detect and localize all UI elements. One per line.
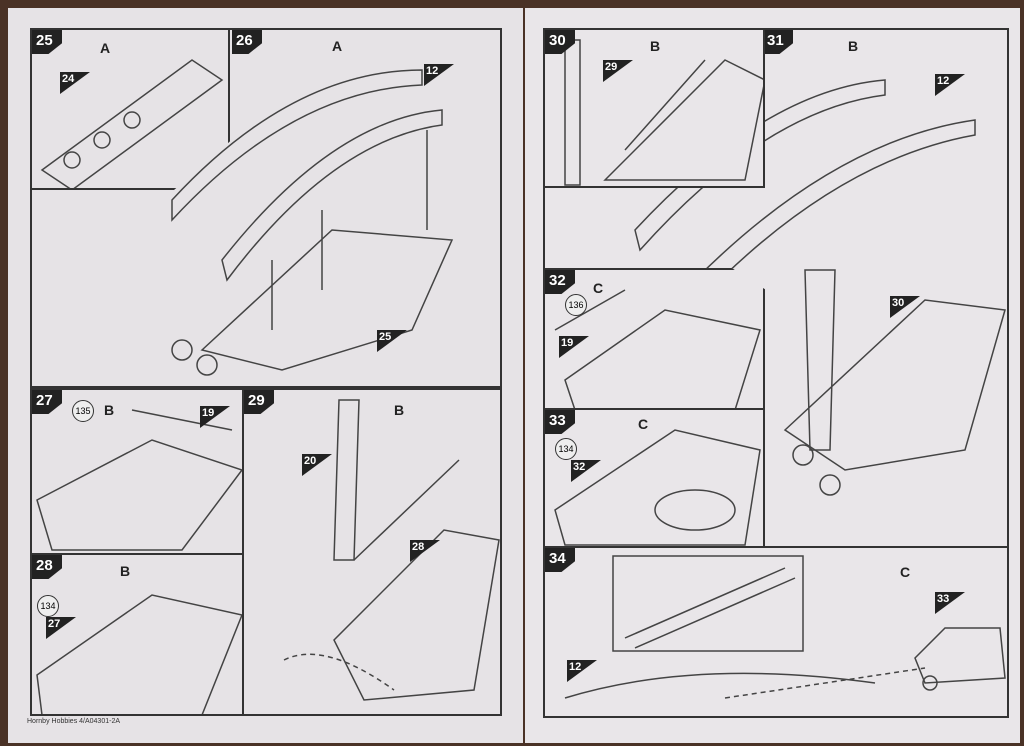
step-number: 27 [32,390,62,414]
subassembly-label: B [394,402,405,418]
subassembly-label: B [848,38,859,54]
detail-drawing [554,289,761,408]
part-number: 135 [72,400,94,422]
subassembly-label: A [332,38,343,54]
bridge-tank-drawing [171,69,454,376]
footer-code: Hornby Hobbies 4/A04301-2A [27,718,121,725]
step-26-panel: 26 A 12 25 [30,28,502,388]
subassembly-label: C [593,280,604,296]
step-number: 31 [763,30,793,54]
detail-drawing [564,39,763,186]
detail-drawing [40,59,224,188]
detail-drawing [283,399,500,701]
step-number: 28 [32,555,62,579]
part-number: 134 [37,595,59,617]
subassembly-label: C [638,416,649,432]
step-25-panel: 25 A 24 [30,28,230,190]
step-28-panel: 28 B 134 27 [30,553,244,716]
part-number: 136 [565,294,587,316]
subassembly-label: B [650,38,661,54]
part-number: 134 [555,438,577,460]
step-33-panel: 33 C 134 32 [543,408,765,548]
subassembly-label: B [104,402,115,418]
step-27-panel: 27 B 135 19 [30,388,244,555]
subassembly-label: B [120,563,131,579]
detail-drawing [554,429,761,546]
subassembly-label: A [100,40,111,56]
step-34-panel: 34 C 33 12 [543,546,1009,718]
step-30-panel: 30 B 29 [543,28,765,188]
subassembly-label: C [900,564,911,580]
detail-drawing [36,409,242,551]
detail-drawing [36,594,242,714]
bridge-deployment-drawing [564,555,1006,699]
step-29-panel: 29 B 20 28 [242,388,502,716]
step-32-panel: 32 C 136 19 [543,268,765,410]
